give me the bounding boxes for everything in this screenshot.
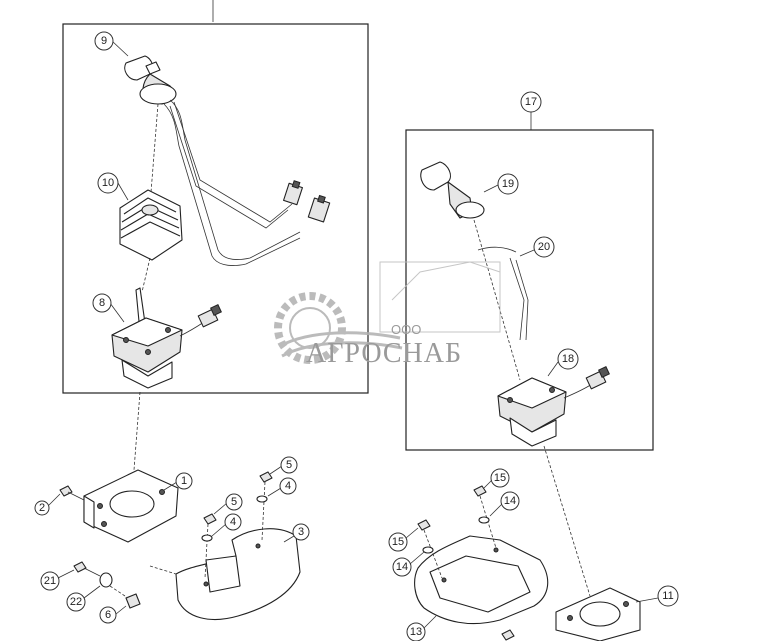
- svg-text:10: 10: [102, 177, 114, 189]
- callout-13[interactable]: 13: [406, 622, 426, 641]
- svg-text:2: 2: [39, 502, 45, 514]
- watermark-prefix: ООО: [391, 322, 421, 337]
- part-18-joystick-base[interactable]: [497, 366, 610, 447]
- svg-text:15: 15: [494, 472, 506, 484]
- svg-text:22: 22: [70, 596, 82, 608]
- svg-text:1: 1: [181, 475, 187, 487]
- part-8-joystick-base[interactable]: [111, 287, 222, 389]
- part-5-screw-upper[interactable]: [259, 471, 273, 541]
- callout-6[interactable]: 6: [99, 606, 117, 624]
- cable-connector-upper: [283, 180, 303, 206]
- part-5-screw-lower[interactable]: [203, 513, 217, 579]
- callout-4-lower[interactable]: 4: [224, 513, 242, 531]
- left-assembly-frame: [62, 23, 369, 394]
- callout-11[interactable]: 11: [657, 585, 679, 607]
- svg-text:4: 4: [285, 480, 291, 492]
- callout-1[interactable]: 1: [175, 472, 193, 490]
- callout-5-upper[interactable]: 5: [280, 456, 298, 474]
- svg-text:20: 20: [538, 241, 550, 253]
- part-6-clip[interactable]: [125, 593, 141, 609]
- callout-5-lower[interactable]: 5: [225, 493, 243, 511]
- callout-17[interactable]: 17: [520, 91, 542, 113]
- cable-connector-lower: [307, 194, 331, 223]
- callout-21[interactable]: 21: [40, 571, 60, 591]
- axis-line-22-6: [109, 585, 129, 599]
- callout-20[interactable]: 20: [533, 236, 555, 258]
- callout-4-upper[interactable]: 4: [279, 477, 297, 495]
- callout-15-lower[interactable]: 15: [388, 532, 408, 552]
- callout-8[interactable]: 8: [92, 293, 112, 313]
- svg-text:14: 14: [504, 495, 516, 507]
- svg-text:17: 17: [525, 96, 537, 108]
- svg-text:13: 13: [410, 626, 422, 638]
- callout-15-upper[interactable]: 15: [490, 468, 510, 488]
- callout-14-lower[interactable]: 14: [392, 557, 412, 577]
- part-2-bolt[interactable]: [59, 485, 85, 501]
- callout-9[interactable]: 9: [94, 31, 114, 51]
- svg-text:5: 5: [231, 496, 237, 508]
- part-4-washer-upper[interactable]: [256, 495, 268, 503]
- callout-3[interactable]: 3: [292, 523, 310, 541]
- part-3-cover[interactable]: [175, 528, 301, 620]
- part-4-washer-lower[interactable]: [201, 534, 213, 542]
- svg-text:14: 14: [396, 561, 408, 573]
- part-20-boot[interactable]: [477, 246, 529, 341]
- part-11-mounting-plate[interactable]: [555, 587, 641, 641]
- axis-line-19-18: [473, 219, 521, 381]
- callout-10[interactable]: 10: [97, 172, 119, 194]
- svg-text:9: 9: [101, 35, 107, 47]
- svg-text:6: 6: [105, 609, 111, 621]
- svg-text:21: 21: [44, 575, 56, 587]
- callout-2[interactable]: 2: [34, 500, 50, 516]
- svg-text:4: 4: [230, 516, 236, 528]
- callout-18[interactable]: 18: [557, 348, 579, 370]
- watermark-logo: [274, 261, 501, 364]
- callout-19[interactable]: 19: [497, 173, 519, 195]
- part-22-washer[interactable]: [99, 572, 113, 588]
- svg-text:18: 18: [562, 353, 574, 365]
- part-13-cover[interactable]: [414, 535, 549, 625]
- watermark-company: АГРОСНАБ: [306, 338, 462, 369]
- part-bolt-bottom: [501, 629, 515, 641]
- svg-text:19: 19: [502, 178, 514, 190]
- part-1-mounting-plate[interactable]: [83, 469, 179, 543]
- part-10-rubber-boot[interactable]: [119, 189, 183, 261]
- axis-line-1-3: [149, 565, 177, 575]
- svg-text:3: 3: [298, 526, 304, 538]
- svg-text:11: 11: [662, 590, 673, 602]
- part-14-washer-upper[interactable]: [478, 516, 490, 524]
- svg-text:8: 8: [99, 297, 105, 309]
- axis-line-9-10: [149, 103, 159, 206]
- callout-14-upper[interactable]: 14: [500, 491, 520, 511]
- callout-22[interactable]: 22: [66, 592, 86, 612]
- handle-cable: [163, 99, 301, 266]
- svg-text:15: 15: [392, 536, 404, 548]
- axis-line-18-11: [543, 445, 591, 597]
- axis-line-10-8: [141, 257, 151, 293]
- part-19-handle-grip[interactable]: [420, 161, 485, 219]
- right-assembly-frame: [405, 129, 654, 451]
- part-21-bolt[interactable]: [73, 561, 101, 577]
- part-9-handle-grip[interactable]: [124, 55, 177, 105]
- axis-line-8-1: [133, 391, 141, 471]
- part-15-screw-lower[interactable]: [417, 519, 443, 579]
- part-14-washer-lower[interactable]: [422, 546, 434, 554]
- svg-text:5: 5: [286, 459, 292, 471]
